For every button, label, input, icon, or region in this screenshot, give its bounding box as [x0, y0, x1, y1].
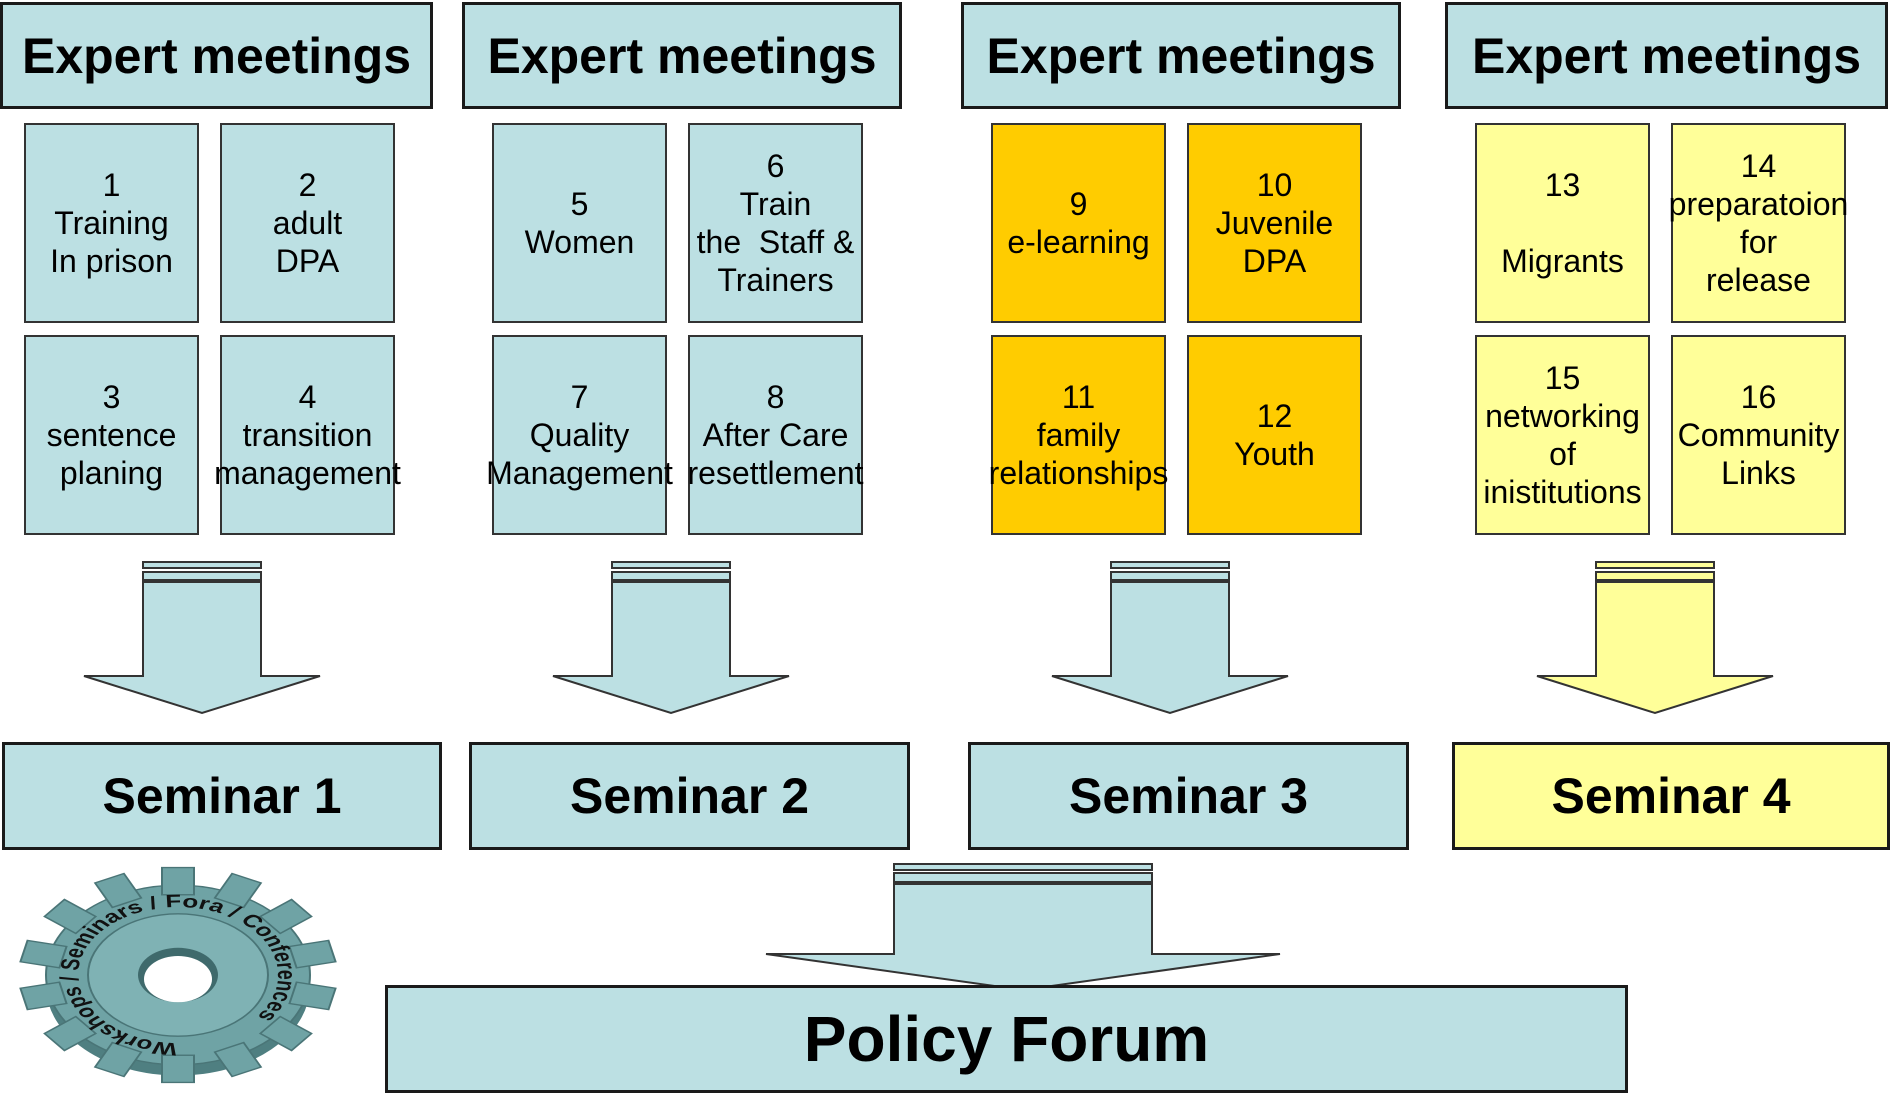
- gear-tooth: [288, 981, 337, 1011]
- seminar-4-box: Seminar 4: [1452, 742, 1890, 850]
- gear-tooth: [161, 866, 195, 896]
- seminar-3-box: Seminar 3: [968, 742, 1409, 850]
- down-arrow-2: [552, 561, 790, 715]
- gear-tooth: [93, 872, 143, 909]
- expert-meetings-header-4: Expert meetings: [1445, 2, 1888, 109]
- gear-icon: Workshops / Seminars / Fora / Conference…: [19, 866, 337, 1084]
- gear-tooth: [43, 898, 98, 935]
- topic-box-16: 16 Community Links: [1671, 335, 1846, 535]
- gear-tooth: [288, 939, 337, 969]
- topic-box-5: 5 Women: [492, 123, 667, 323]
- topic-box-4: 4 transition management: [214, 335, 401, 535]
- topic-box-6: 6 Train the Staff & Trainers: [688, 123, 863, 323]
- policy-forum-arrow: [765, 863, 1281, 992]
- topic-box-12: 12 Youth: [1187, 335, 1362, 535]
- expert-meetings-header-1: Expert meetings: [0, 2, 433, 109]
- gear-tooth: [43, 1015, 98, 1052]
- gear-tooth: [213, 872, 263, 909]
- topic-box-10: 10 Juvenile DPA: [1187, 123, 1362, 323]
- topic-box-9: 9 e-learning: [991, 123, 1166, 323]
- topic-box-8: 8 After Care resettlement: [687, 335, 864, 535]
- topic-box-11: 11 family relationships: [989, 335, 1168, 535]
- expert-meetings-header-2: Expert meetings: [462, 2, 902, 109]
- topic-box-13: 13 Migrants: [1475, 123, 1650, 323]
- gear-tooth: [161, 1054, 195, 1084]
- gear-tooth: [93, 1041, 143, 1078]
- gear-tooth: [19, 939, 68, 969]
- gear-tooth: [19, 981, 68, 1011]
- down-arrow-4: [1536, 561, 1774, 715]
- topic-box-3: 3 sentence planing: [24, 335, 199, 535]
- topic-box-7: 7 Quality Management: [486, 335, 673, 535]
- gear-tooth: [213, 1041, 263, 1078]
- gear-tooth: [258, 1015, 313, 1052]
- topic-box-15: 15 networking of inistitutions: [1475, 335, 1650, 535]
- gear-tooth: [258, 898, 313, 935]
- down-arrow-3: [1051, 561, 1289, 715]
- seminar-1-box: Seminar 1: [2, 742, 442, 850]
- seminar-2-box: Seminar 2: [469, 742, 910, 850]
- policy-forum-box: Policy Forum: [385, 985, 1628, 1093]
- topic-box-14: 14 preparatoion for release: [1669, 123, 1848, 323]
- topic-box-2: 2 adult DPA: [220, 123, 395, 323]
- down-arrow-1: [83, 561, 321, 715]
- topic-box-1: 1 Training In prison: [24, 123, 199, 323]
- expert-meetings-header-3: Expert meetings: [961, 2, 1401, 109]
